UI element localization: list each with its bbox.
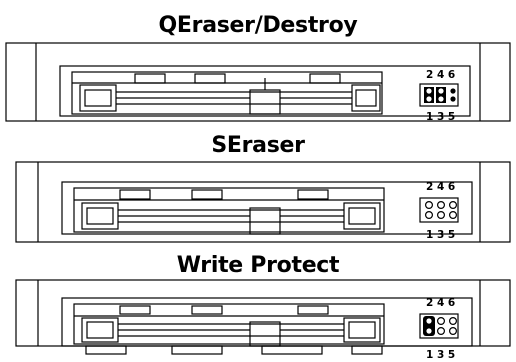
jumper-block <box>419 313 459 339</box>
jumper-bottom-label: 1 3 5 <box>426 229 455 241</box>
jumper-top-label: 2 4 6 <box>426 297 455 309</box>
jumper-block <box>419 197 459 223</box>
jumper-bottom-label: 1 3 5 <box>426 349 455 361</box>
drive-connector-drawing: 2 4 6 1 3 5 <box>15 279 511 361</box>
panel-2-drive-diagram: 2 4 6 1 3 5 <box>0 158 516 248</box>
panel-3-title: Write Protect <box>176 253 340 278</box>
jumper-top-label: 2 4 6 <box>426 181 455 193</box>
drive-connector-drawing: 2 4 6 1 3 5 <box>15 161 511 243</box>
panel-2-title: SEraser <box>211 133 305 158</box>
jumper-top-label: 2 4 6 <box>426 69 455 81</box>
panel-3-drive-diagram: 2 4 6 1 3 5 <box>0 278 516 362</box>
jumper-block <box>419 83 459 107</box>
panel-1-drive-diagram: 2 4 6 1 3 5 <box>0 38 516 128</box>
jumper-bottom-label: 1 3 5 <box>426 111 455 123</box>
drive-connector-drawing: 2 4 6 1 3 5 <box>5 42 511 123</box>
panel-1-title: QEraser/Destroy <box>158 13 358 38</box>
